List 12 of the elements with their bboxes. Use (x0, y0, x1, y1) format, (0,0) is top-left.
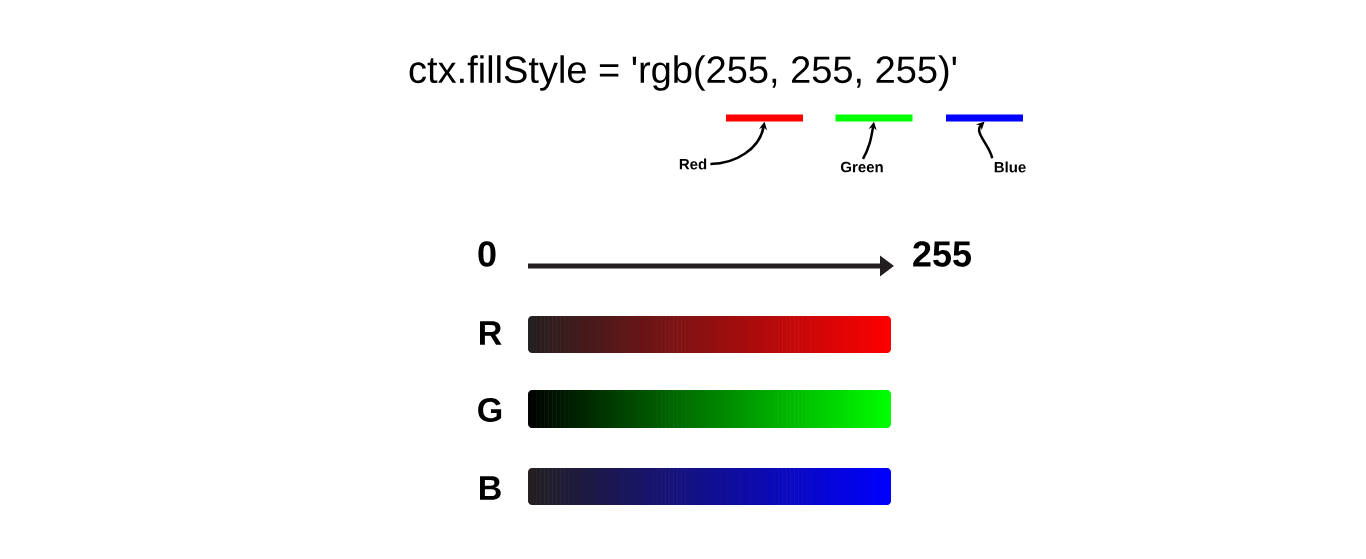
scale-number: 255 (913, 241, 971, 267)
underline-bar (726, 114, 803, 122)
channel-letter: G (478, 397, 502, 423)
channel-letter: B (480, 476, 501, 500)
code-line: ctx.fillStyle = 'rgb(255, 255, 255)' (409, 55, 956, 91)
color-label: Green (840, 161, 883, 173)
underline-bar (835, 114, 913, 122)
color-label: Red (679, 158, 707, 170)
color-label: Blue (994, 161, 1026, 173)
underline-bar (946, 114, 1023, 122)
channel-letter: R (480, 321, 502, 345)
scale-number: 0 (478, 241, 496, 267)
